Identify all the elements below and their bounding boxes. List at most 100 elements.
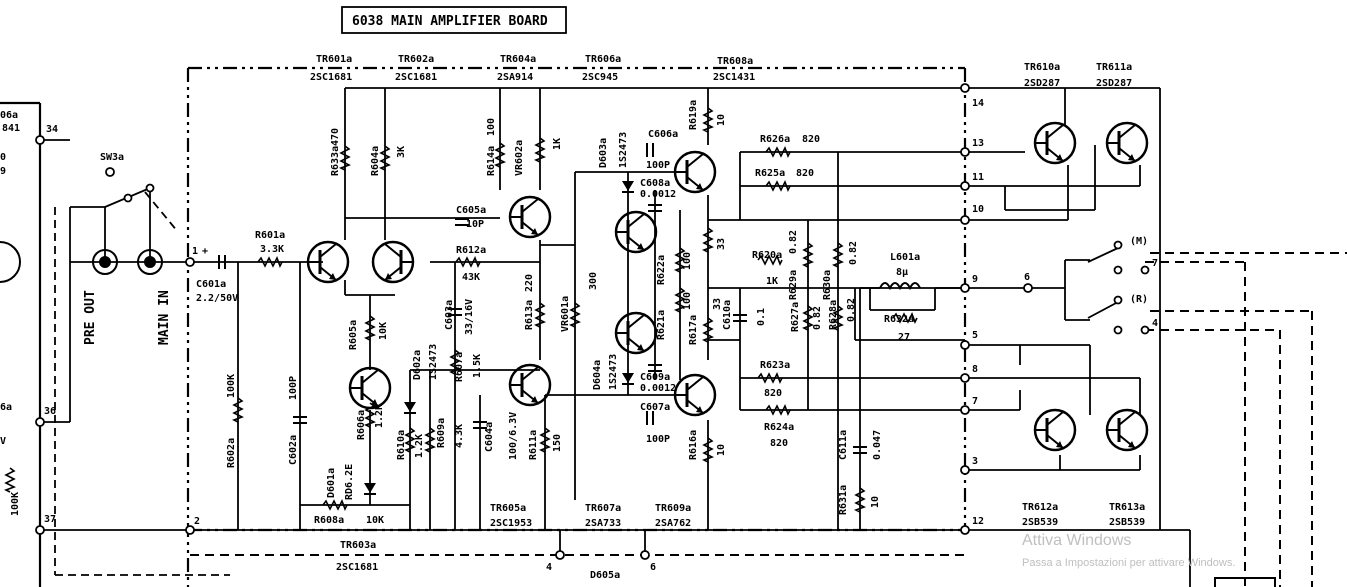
svg-text:R607a: R607a bbox=[454, 352, 465, 382]
svg-text:C609a: C609a bbox=[640, 372, 670, 383]
svg-text:R604a: R604a bbox=[370, 146, 381, 176]
svg-text:C601a: C601a bbox=[196, 279, 226, 290]
svg-text:150: 150 bbox=[552, 434, 563, 452]
svg-text:100P: 100P bbox=[646, 434, 670, 445]
svg-text:R625a: R625a bbox=[755, 168, 785, 179]
svg-text:2: 2 bbox=[194, 516, 200, 527]
svg-text:100P: 100P bbox=[646, 160, 670, 171]
svg-text:R630a: R630a bbox=[822, 270, 833, 300]
svg-text:TR610a: TR610a bbox=[1024, 62, 1060, 73]
component-labels: R601a 3.3K C601a 2.2/50V R602a 100K C602… bbox=[196, 100, 920, 581]
svg-text:100/6.3V: 100/6.3V bbox=[508, 412, 519, 460]
svg-text:C610a: C610a bbox=[722, 300, 733, 330]
svg-text:10: 10 bbox=[870, 496, 881, 508]
svg-text:841: 841 bbox=[2, 123, 20, 134]
svg-text:V: V bbox=[0, 436, 6, 447]
svg-text:10: 10 bbox=[716, 114, 727, 126]
svg-text:06a: 06a bbox=[0, 110, 18, 121]
svg-text:TR608a: TR608a bbox=[717, 56, 753, 67]
svg-text:D601a: D601a bbox=[326, 468, 337, 498]
svg-text:TR601a: TR601a bbox=[316, 54, 352, 65]
svg-text:7: 7 bbox=[1152, 258, 1158, 269]
svg-text:0.82: 0.82 bbox=[848, 241, 859, 265]
svg-text:R614a: R614a bbox=[486, 146, 497, 176]
svg-text:C605a: C605a bbox=[456, 205, 486, 216]
svg-text:1: 1 bbox=[192, 246, 198, 257]
inductor-l601 bbox=[879, 282, 921, 291]
svg-text:R606a: R606a bbox=[356, 410, 367, 440]
svg-text:R620a: R620a bbox=[752, 250, 782, 261]
svg-text:11: 11 bbox=[972, 172, 984, 183]
svg-text:100: 100 bbox=[682, 292, 693, 310]
svg-text:0: 0 bbox=[0, 152, 6, 163]
svg-text:0.82: 0.82 bbox=[846, 298, 857, 322]
svg-text:1.2K: 1.2K bbox=[414, 434, 425, 458]
svg-text:R633a: R633a bbox=[330, 146, 341, 176]
svg-text:100: 100 bbox=[682, 252, 693, 270]
svg-text:6: 6 bbox=[650, 562, 656, 573]
svg-text:R622a: R622a bbox=[656, 255, 667, 285]
svg-text:4: 4 bbox=[1152, 318, 1158, 329]
svg-text:10: 10 bbox=[972, 204, 984, 215]
svg-text:R621a: R621a bbox=[656, 310, 667, 340]
svg-text:9: 9 bbox=[972, 274, 978, 285]
svg-text:4.3K: 4.3K bbox=[454, 424, 465, 448]
svg-text:2SC945: 2SC945 bbox=[582, 72, 618, 83]
svg-text:300: 300 bbox=[588, 272, 599, 290]
svg-text:2SC1681: 2SC1681 bbox=[310, 72, 352, 83]
left-edge-labels: 06a 841 0 9 6a V 100K bbox=[0, 110, 21, 516]
left-board-boundary bbox=[0, 101, 42, 587]
svg-text:TR613a: TR613a bbox=[1109, 502, 1145, 513]
svg-text:37: 37 bbox=[44, 514, 56, 525]
svg-text:820: 820 bbox=[802, 134, 820, 145]
svg-text:R609a: R609a bbox=[436, 418, 447, 448]
svg-text:R605a: R605a bbox=[348, 320, 359, 350]
svg-text:TR609a: TR609a bbox=[655, 503, 691, 514]
windows-activation-watermark: Attiva Windows Passa a Impostazioni per … bbox=[1022, 532, 1235, 569]
svg-text:R631a: R631a bbox=[838, 485, 849, 515]
svg-text:9: 9 bbox=[0, 166, 6, 177]
svg-text:D602a: D602a bbox=[412, 350, 423, 380]
svg-text:27: 27 bbox=[898, 332, 910, 343]
svg-text:R619a: R619a bbox=[688, 100, 699, 130]
svg-text:34: 34 bbox=[46, 124, 58, 135]
svg-text:C607a: C607a bbox=[640, 402, 670, 413]
svg-text:R613a: R613a bbox=[524, 300, 535, 330]
svg-text:Passa a Impostazioni per attiv: Passa a Impostazioni per attivare Window… bbox=[1022, 557, 1235, 569]
svg-text:2SB539: 2SB539 bbox=[1109, 517, 1145, 528]
svg-text:2SB539: 2SB539 bbox=[1022, 517, 1058, 528]
svg-text:820: 820 bbox=[764, 388, 782, 399]
svg-text:R626a: R626a bbox=[760, 134, 790, 145]
svg-text:8: 8 bbox=[972, 364, 978, 375]
svg-text:TR603a: TR603a bbox=[340, 540, 376, 551]
svg-text:220: 220 bbox=[524, 274, 535, 292]
speaker-switch-m bbox=[1087, 240, 1150, 275]
svg-text:R628a: R628a bbox=[828, 300, 839, 330]
svg-text:TR605a: TR605a bbox=[490, 503, 526, 514]
svg-text:C603a: C603a bbox=[444, 300, 455, 330]
title-box bbox=[341, 6, 567, 34]
svg-text:6: 6 bbox=[1024, 272, 1030, 283]
svg-text:R627a: R627a bbox=[790, 302, 801, 332]
svg-text:D605a: D605a bbox=[590, 570, 620, 581]
svg-text:L601a: L601a bbox=[890, 252, 920, 263]
svg-text:2SA762: 2SA762 bbox=[655, 518, 691, 529]
svg-text:TR606a: TR606a bbox=[585, 54, 621, 65]
svg-text:0.0012: 0.0012 bbox=[640, 383, 676, 394]
svg-text:D604a: D604a bbox=[592, 360, 603, 390]
svg-text:8μ: 8μ bbox=[896, 267, 908, 278]
corner-box bbox=[1214, 577, 1276, 587]
svg-text:100P: 100P bbox=[288, 376, 299, 400]
svg-text:470: 470 bbox=[330, 128, 341, 146]
svg-text:R632a: R632a bbox=[884, 314, 914, 325]
svg-text:MAIN IN: MAIN IN bbox=[157, 290, 172, 345]
svg-text:820: 820 bbox=[796, 168, 814, 179]
svg-text:43K: 43K bbox=[462, 272, 480, 283]
svg-text:33: 33 bbox=[716, 238, 727, 250]
svg-text:7: 7 bbox=[972, 396, 978, 407]
svg-text:TR607a: TR607a bbox=[585, 503, 621, 514]
svg-text:C611a: C611a bbox=[838, 430, 849, 460]
svg-text:0.1: 0.1 bbox=[756, 308, 767, 326]
svg-text:R629a: R629a bbox=[788, 270, 799, 300]
svg-text:C602a: C602a bbox=[288, 435, 299, 465]
